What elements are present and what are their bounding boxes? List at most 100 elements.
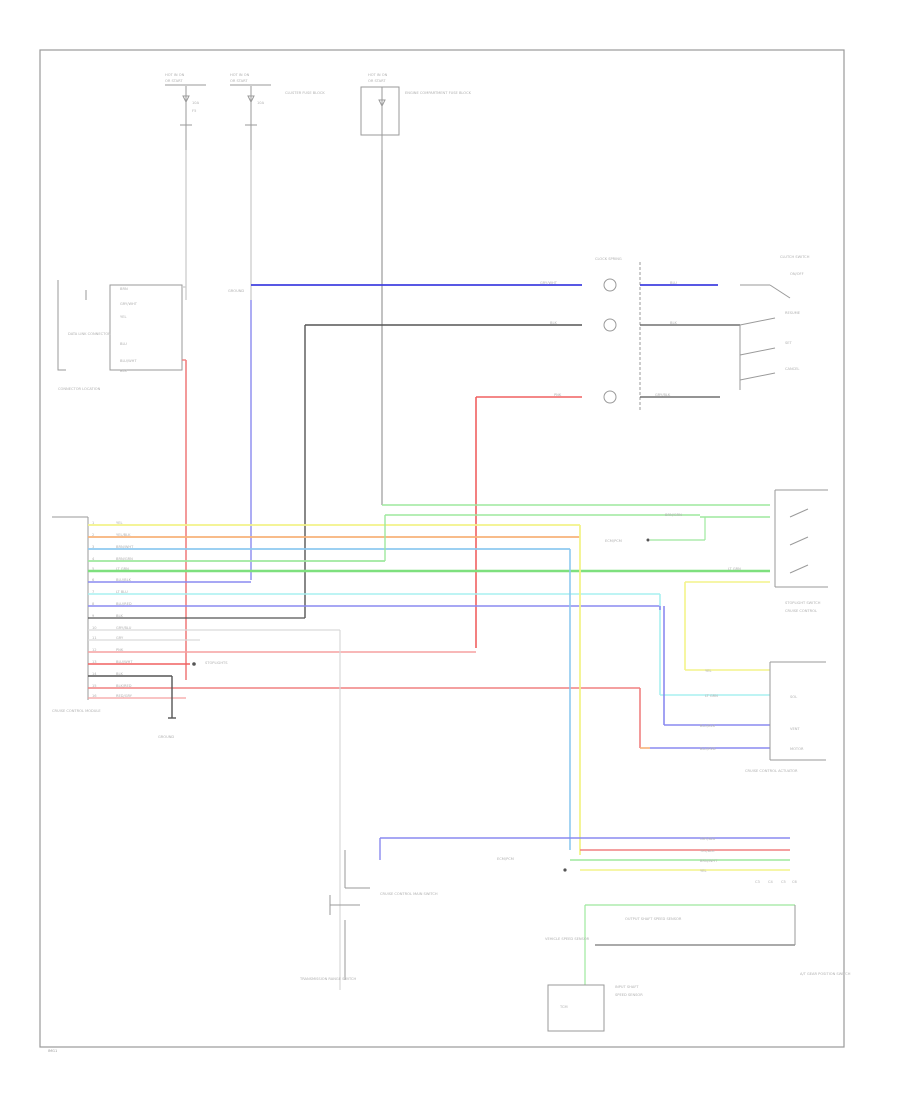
fuse-1: HOT IN ON OR START 10A F5 xyxy=(165,73,206,150)
left-pin-6: BLK xyxy=(120,369,127,373)
bottom-right-label-2: SPEED SENSOR xyxy=(615,993,643,997)
fuse-2-rating: 10A xyxy=(257,101,265,105)
module-pin-15-label: BLK/RED xyxy=(116,684,132,688)
module-pin-4-label: BRN/GRN xyxy=(116,557,133,561)
stoplight-switch: STOPLIGHT SWITCH CRUISE CONTROL xyxy=(774,489,828,613)
clock-spring: CLOCK SPRING xyxy=(595,257,641,412)
fuse-3: HOT IN ON OR START ENGINE COMPARTMENT FU… xyxy=(360,73,472,150)
left-connector-box-label: DATA LINK CONNECTOR xyxy=(68,332,111,336)
module-pin-3-number: 3 xyxy=(92,545,94,549)
fuse-2-note: CLUSTER FUSE BLOCK xyxy=(285,91,325,95)
module-pin-16-label: RED/GRY xyxy=(116,694,133,698)
bottom-label-1: TRANSMISSION RANGE SWITCH xyxy=(299,977,357,981)
cruise-control-module: CRUISE CONTROL MODULE xyxy=(52,516,101,713)
left-pin-4: BLU xyxy=(120,342,127,346)
module-pin-5-number: 5 xyxy=(92,567,94,571)
inner-note: OUTPUT SHAFT SPEED SENSOR xyxy=(625,917,682,921)
footer-code: IMG1 xyxy=(48,1049,57,1053)
module-pin-8-label: BLU/RED xyxy=(116,602,132,606)
module-pin-1-label: YEL xyxy=(116,521,122,525)
right-wire-label-1: BLU xyxy=(670,281,677,285)
fuse-2-subtitle: OR START xyxy=(230,79,248,83)
module-pin-12-number: 12 xyxy=(92,648,97,652)
module-pin-6-number: 6 xyxy=(92,578,95,582)
left-connector-footer: CONNECTOR LOCATION xyxy=(58,387,101,391)
lower-top-label-1: GRY/BLU xyxy=(700,837,716,841)
module-title: CRUISE CONTROL MODULE xyxy=(52,709,101,713)
stoplight-wire-2: LT GRN xyxy=(728,567,741,571)
actuator-inner-2: VENT xyxy=(790,727,800,731)
actuator-pin-3: BLU/BLK xyxy=(700,724,716,728)
fuse-3-subtitle: OR START xyxy=(368,79,386,83)
stoplight-switch-sub: CRUISE CONTROL xyxy=(785,609,817,613)
right-switch-title: CLUTCH SWITCH xyxy=(780,255,810,259)
lower-pin-c6: C6 xyxy=(792,880,798,884)
lower-left-label: CRUISE CONTROL MAIN SWITCH xyxy=(380,892,438,896)
module-pin-10-number: 10 xyxy=(92,626,97,630)
module-pin-2-number: 2 xyxy=(92,533,94,537)
bottom-right-label-1: INPUT SHAFT xyxy=(615,985,639,989)
left-pin-1: BRN xyxy=(120,287,128,291)
module-pin-7-label: LT BLU xyxy=(116,590,128,594)
switch-label-set: SET xyxy=(785,341,793,345)
top-wire-label-2: BLK xyxy=(550,321,557,325)
module-pin-10-label: GRY/BLU xyxy=(116,626,132,630)
tcm-box: TCM xyxy=(547,984,605,1032)
fuse-1-rating: 10A xyxy=(192,101,200,105)
module-pin-8-number: 8 xyxy=(92,602,95,606)
module-pin-11-label: GRY xyxy=(116,636,124,640)
actuator-pin-1: YEL xyxy=(705,669,711,673)
cruise-main-switch: CLUTCH SWITCH ON/OFF RESUME SET CANCEL xyxy=(739,255,810,390)
module-pin-11-number: 11 xyxy=(92,636,97,640)
ecm-tag: ECM/PCM xyxy=(605,539,622,543)
actuator-pin-4: BLU/RED xyxy=(700,747,716,751)
module-pin-13-label: BLU/WHT xyxy=(116,660,133,664)
lower-top-label-2: YEL/BLK xyxy=(700,849,715,853)
fuse-3-note: ENGINE COMPARTMENT FUSE BLOCK xyxy=(405,91,472,95)
lower-connector: GRY/BLU YEL/BLK BRN/WHT YEL C3 C4 C5 C6 xyxy=(700,837,798,884)
module-pin-1-number: 1 xyxy=(92,521,94,525)
lower-top-label-4: YEL xyxy=(700,869,706,873)
fuse-1-subtitle: OR START xyxy=(165,79,183,83)
stoplight-switch-label: STOPLIGHT SWITCH xyxy=(785,601,821,605)
lower-pin-c4: C4 xyxy=(768,880,774,884)
switch-label-onoff: ON/OFF xyxy=(790,272,804,276)
diagram-frame xyxy=(39,49,845,1048)
stoplight-wire-1: BRN/GRN xyxy=(665,513,682,517)
clock-spring-label: CLOCK SPRING xyxy=(595,257,622,261)
right-wire-label-2: BLK xyxy=(670,321,677,325)
bottom-label-2: A/T GEAR POSITION SWITCH xyxy=(800,972,851,976)
lower-pin-c5: C5 xyxy=(781,880,786,884)
module-pin-9-number: 9 xyxy=(92,614,95,618)
module-pin-4-number: 4 xyxy=(92,557,95,561)
left-pin-2: GRY/WHT xyxy=(120,302,138,306)
right-wire-label-3: GRY/BLK xyxy=(655,393,671,397)
left-pin-3: YEL xyxy=(120,315,126,319)
speed-sensor-label: VEHICLE SPEED SENSOR xyxy=(545,937,590,941)
left-connector: BRN GRY/WHT YEL BLU BLU/WHT BLK DATA LIN… xyxy=(57,280,183,391)
actuator-inner-3: MOTOR xyxy=(790,747,804,751)
left-pin-5: BLU/WHT xyxy=(120,359,137,363)
fuse-2: HOT IN ON OR START 10A CLUSTER FUSE BLOC… xyxy=(230,73,325,150)
top-wire-label-3: PNK xyxy=(554,393,562,397)
fuse-1-title: HOT IN ON xyxy=(165,73,185,77)
module-pin-5-label: LT GRN xyxy=(116,567,129,571)
cruise-actuator: YEL LT GRN BLU/BLK BLU/RED SOL VENT MOTO… xyxy=(700,661,826,773)
module-pin-9-label: BLK xyxy=(116,614,123,618)
ecm-note: ECM/PCM xyxy=(497,857,514,861)
tcm-box-label: TCM xyxy=(559,1005,568,1009)
left-ground-label: GROUND xyxy=(228,289,244,293)
fuse-1-num: F5 xyxy=(192,109,196,113)
module-pin-2-label: YEL/BLK xyxy=(116,533,131,537)
actuator-pin-2: LT GRN xyxy=(705,694,718,698)
lower-pin-c3: C3 xyxy=(755,880,760,884)
top-wire-label-1: GRY/WHT xyxy=(540,281,558,285)
module-pin-15-number: 15 xyxy=(92,684,97,688)
cruise-main-switch-lower: CRUISE CONTROL MAIN SWITCH xyxy=(329,850,438,980)
lower-top-label-3: BRN/WHT xyxy=(700,859,718,863)
switch-label-resume: RESUME xyxy=(785,311,801,315)
fuse-2-title: HOT IN ON xyxy=(230,73,250,77)
actuator-label: CRUISE CONTROL ACTUATOR xyxy=(745,769,798,773)
actuator-inner-1: SOL xyxy=(790,695,797,699)
